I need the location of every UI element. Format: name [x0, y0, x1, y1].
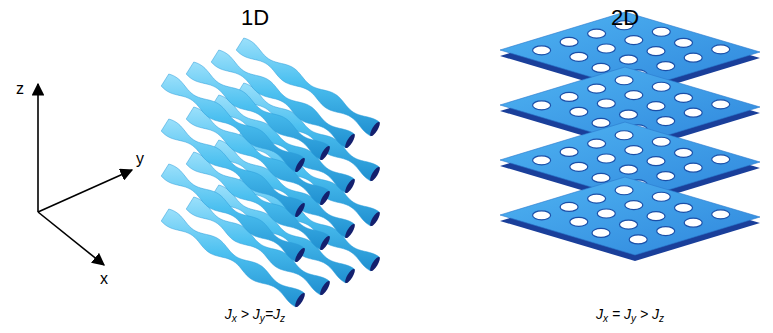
sheet-hole: [588, 194, 606, 203]
tube-end: [293, 292, 306, 309]
sheet-hole: [712, 210, 730, 219]
sheet-hole: [560, 37, 578, 46]
wavy-tube: [161, 74, 304, 172]
tube-end: [318, 280, 331, 297]
sheet-hole: [675, 38, 693, 47]
honeycomb-sheet: [500, 177, 760, 255]
sheet-hole: [533, 46, 551, 55]
sheet-hole: [597, 44, 615, 53]
tube-end: [368, 121, 381, 138]
sheet-hole: [570, 52, 588, 61]
sheet-hole: [560, 202, 578, 211]
sheet-hole: [657, 117, 675, 126]
sheet-hole: [647, 47, 665, 56]
sheet-hole: [615, 76, 633, 85]
sheet-hole: [712, 45, 730, 54]
tube-end: [293, 157, 306, 174]
sheet-stack: [500, 12, 760, 261]
sheet-hole: [647, 212, 665, 221]
tube-end: [318, 145, 331, 162]
sheet-hole: [620, 220, 638, 229]
panel-heading: 2D: [611, 6, 639, 30]
sheet-hole: [588, 29, 606, 38]
coupling-relation: Jx > Jy=Jz: [225, 307, 285, 322]
sheet-hole: [597, 154, 615, 163]
sheet-hole: [597, 99, 615, 108]
sheet-hole: [657, 172, 675, 181]
sheet-hole: [570, 107, 588, 116]
axis-arrows: [38, 84, 132, 265]
sheet-hole: [620, 165, 638, 174]
sheet-hole: [625, 91, 643, 100]
sheet-hole: [652, 192, 670, 201]
axis-label: z: [16, 80, 24, 98]
axis-label: y: [136, 150, 144, 168]
tube-end: [343, 268, 356, 285]
sheet-hole: [592, 173, 610, 182]
tube-end: [343, 223, 356, 240]
sheet-hole: [652, 137, 670, 146]
sheet-hole: [675, 203, 693, 212]
sheet-hole: [570, 162, 588, 171]
sheet-hole: [684, 108, 702, 117]
wavy-tube: [161, 209, 304, 307]
tube-array: [161, 38, 381, 308]
sheet-hole: [657, 227, 675, 236]
honeycomb-sheet: [500, 67, 760, 145]
tube-end: [368, 256, 381, 273]
sheet-hole: [533, 156, 551, 165]
sheet-hole: [647, 102, 665, 111]
sheet-hole: [592, 228, 610, 237]
sheet-hole: [560, 147, 578, 156]
tube-end: [368, 211, 381, 228]
sheet-hole: [615, 131, 633, 140]
tube-end: [293, 247, 306, 264]
sheet-hole: [620, 55, 638, 64]
tube-end: [368, 166, 381, 183]
sheet-hole: [684, 163, 702, 172]
tube-end: [318, 190, 331, 207]
sheet-hole: [560, 92, 578, 101]
sheet-hole: [620, 110, 638, 119]
panel-heading: 1D: [241, 6, 269, 30]
sheet-hole: [570, 217, 588, 226]
sheet-hole: [533, 101, 551, 110]
sheet-hole: [533, 211, 551, 220]
sheet-hole: [625, 146, 643, 155]
wavy-tube: [161, 164, 304, 262]
sheet-hole: [592, 63, 610, 72]
sheet-hole: [592, 118, 610, 127]
tube-end: [293, 202, 306, 219]
sheet-hole: [625, 201, 643, 210]
sheet-hole: [712, 100, 730, 109]
sheet-hole: [588, 84, 606, 93]
sheet-hole: [684, 218, 702, 227]
sheet-hole: [629, 235, 647, 244]
wavy-tube: [161, 119, 304, 217]
sheet-hole: [712, 155, 730, 164]
tube-end: [318, 235, 331, 252]
tube-end: [343, 178, 356, 195]
sheet-hole: [657, 62, 675, 71]
sheet-hole: [652, 27, 670, 36]
sheet-hole: [588, 139, 606, 148]
sheet-hole: [597, 209, 615, 218]
sheet-hole: [625, 36, 643, 45]
coupling-relation: Jx = Jy > Jz: [596, 307, 664, 322]
honeycomb-sheet: [500, 122, 760, 200]
axis-label: x: [100, 270, 108, 288]
tube-end: [343, 133, 356, 150]
sheet-hole: [615, 186, 633, 195]
sheet-hole: [675, 93, 693, 102]
sheet-hole: [652, 82, 670, 91]
sheet-hole: [684, 53, 702, 62]
sheet-hole: [647, 157, 665, 166]
sheet-hole: [675, 148, 693, 157]
